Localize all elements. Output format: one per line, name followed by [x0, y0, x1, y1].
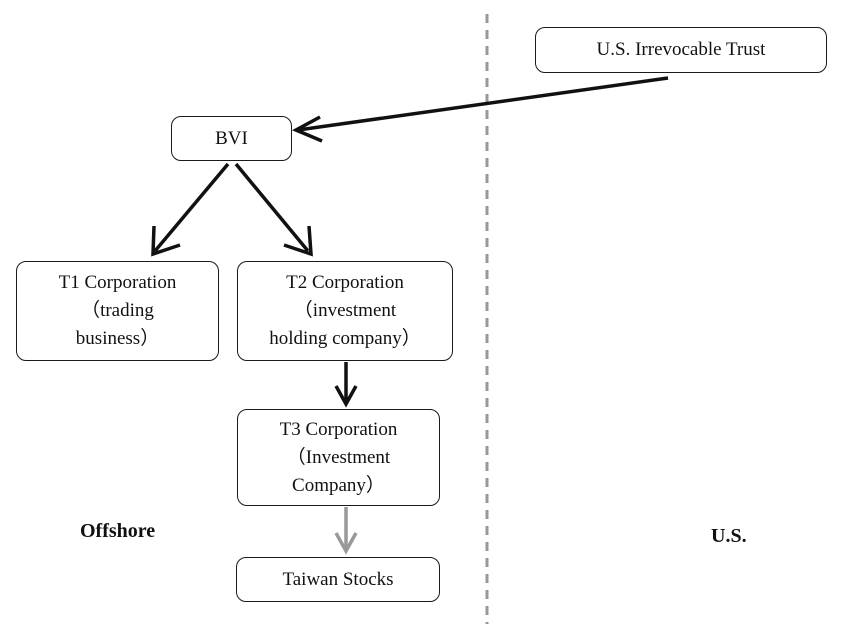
- arrow-bvi-to-t2: [234, 162, 310, 253]
- node-taiwan-line-1: Taiwan Stocks: [282, 568, 394, 590]
- arrowhead-bvi-to-t1: [151, 225, 181, 257]
- node-t2-line-1: T2 Corporation: [286, 272, 404, 293]
- arrow-bvi-to-t1: [153, 162, 230, 253]
- node-t1-line-1: T1 Corporation: [58, 272, 177, 293]
- node-trust-line-1: U.S. Irrevocable Trust: [596, 39, 766, 60]
- node-t3-line-1: T3 Corporation: [279, 418, 398, 440]
- node-t3-line-3: Company）: [292, 474, 385, 496]
- region-label-offshore: Offshore: [80, 520, 156, 542]
- node-t3-corporation: T3 Corporation （Investment Company）: [237, 409, 440, 506]
- region-label-us: U.S.: [711, 525, 747, 547]
- arrow-trust-to-bvi: [297, 76, 669, 132]
- node-us-irrevocable-trust: U.S. Irrevocable Trust: [535, 27, 827, 73]
- arrowhead-t2-to-t3: [334, 385, 358, 408]
- node-t2-line-3: holding company）: [269, 328, 421, 349]
- node-bvi: BVI: [171, 116, 292, 161]
- node-t2-line-2: （investment: [293, 300, 397, 321]
- node-t2-corporation: T2 Corporation （investment holding compa…: [237, 261, 453, 361]
- node-bvi-line-1: BVI: [215, 127, 248, 149]
- arrowhead-bvi-to-t2: [283, 225, 313, 257]
- arrowhead-trust-to-bvi: [291, 115, 323, 143]
- node-t1-corporation: T1 Corporation （trading business）: [16, 261, 219, 361]
- node-taiwan-stocks: Taiwan Stocks: [236, 557, 440, 602]
- node-t1-line-3: business）: [75, 328, 160, 349]
- arrowhead-t3-to-taiwan: [334, 532, 358, 555]
- node-t3-line-2: （Investment: [286, 446, 391, 468]
- node-t1-line-2: （trading: [81, 300, 154, 321]
